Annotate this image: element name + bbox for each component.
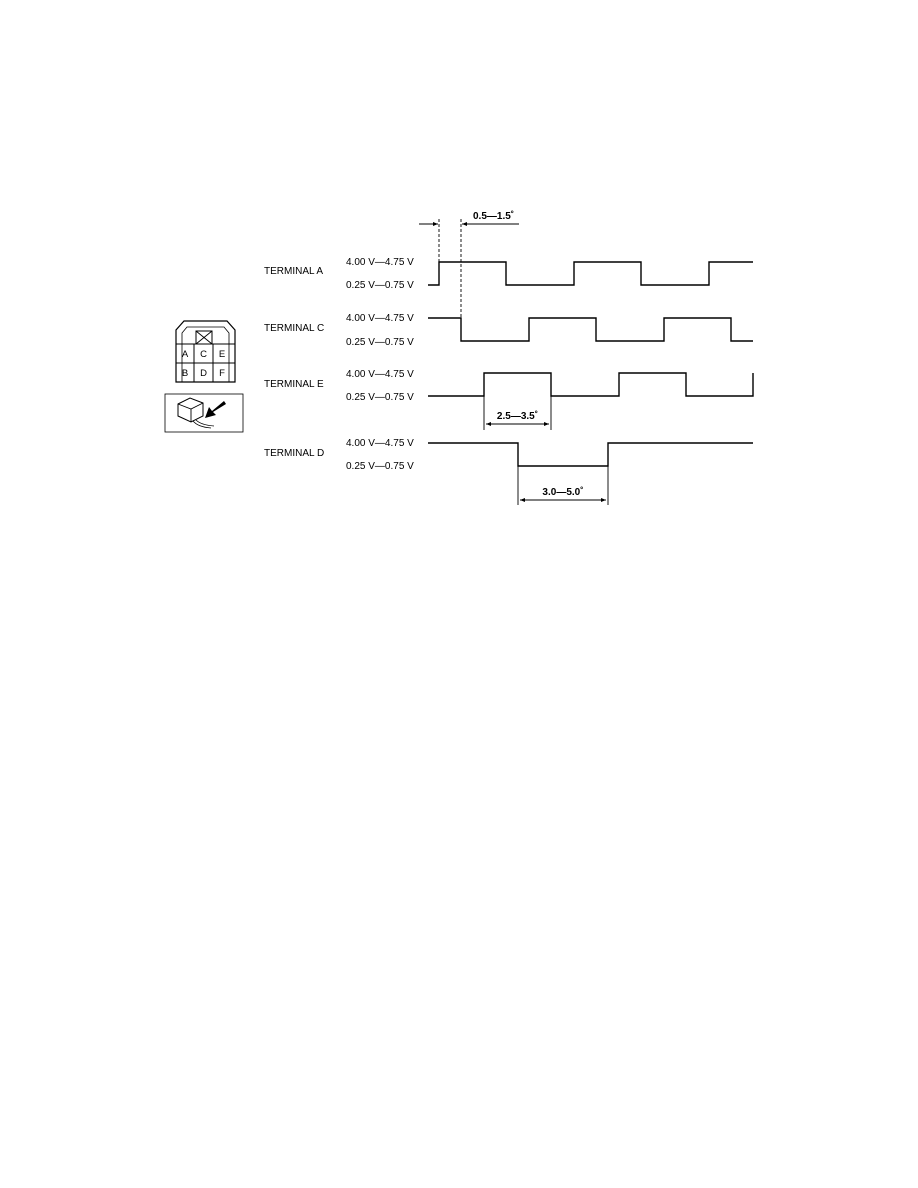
terminal-c-high-label: 4.00 V—4.75 V xyxy=(346,313,414,324)
terminal-a-waveform xyxy=(428,261,753,286)
pin-label-b: B xyxy=(182,368,188,379)
terminal-d-label: TERMINAL D xyxy=(264,448,324,459)
pin-label-d: D xyxy=(200,368,207,379)
terminal-e-label: TERMINAL E xyxy=(264,379,324,390)
pin-label-f: F xyxy=(219,368,225,379)
terminal-a-label: TERMINAL A xyxy=(264,266,323,277)
pulse-width-e-label: 2.5—3.5˚ xyxy=(497,410,538,422)
pin-label-e: E xyxy=(219,349,225,360)
terminal-d-waveform xyxy=(428,442,753,467)
terminal-c-low-label: 0.25 V—0.75 V xyxy=(346,337,414,348)
terminal-d-low-label: 0.25 V—0.75 V xyxy=(346,461,414,472)
pin-label-a: A xyxy=(182,349,189,360)
terminal-e-low-label: 0.25 V—0.75 V xyxy=(346,392,414,403)
terminal-a-low-label: 0.25 V—0.75 V xyxy=(346,280,414,291)
pulse-width-e-dimension xyxy=(483,396,552,430)
terminal-e-waveform xyxy=(428,372,754,397)
pulse-width-d-dimension xyxy=(517,466,609,505)
pin-label-c: C xyxy=(200,349,207,360)
terminal-e-high-label: 4.00 V—4.75 V xyxy=(346,369,414,380)
phase-offset-label: 0.5—1.5˚ xyxy=(473,210,514,222)
terminal-c-label: TERMINAL C xyxy=(264,323,324,334)
harness-view-icon xyxy=(164,393,244,433)
terminal-d-high-label: 4.00 V—4.75 V xyxy=(346,438,414,449)
terminal-a-high-label: 4.00 V—4.75 V xyxy=(346,257,414,268)
connector-face-icon: A C E B D F xyxy=(175,320,236,383)
terminal-c-waveform xyxy=(428,317,753,342)
pulse-width-d-label: 3.0—5.0˚ xyxy=(542,486,583,498)
